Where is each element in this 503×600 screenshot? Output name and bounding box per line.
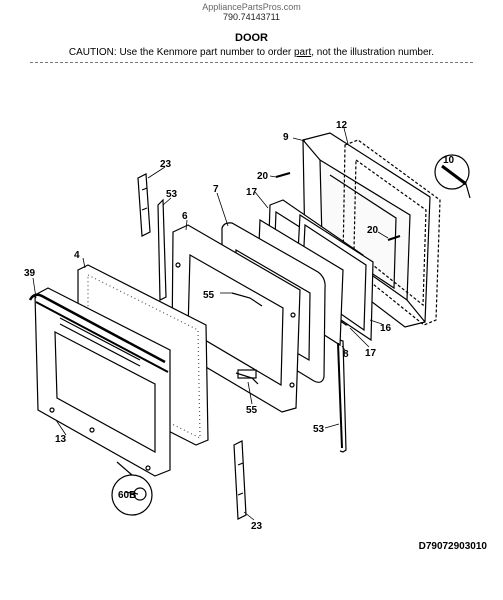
part-screw-60b[interactable] [111,461,153,516]
part-vent-8[interactable] [337,342,343,449]
part-hinge-top[interactable] [137,173,151,237]
label-part-8: 8 [343,349,349,360]
label-part-17-front: 17 [365,348,377,359]
page-title: DOOR [235,32,268,44]
label-part-4: 4 [74,250,80,261]
part-screw-10[interactable] [434,154,471,199]
label-part-53-right: 53 [313,424,325,435]
part-hinge-bottom[interactable] [233,440,247,520]
part-outer-door[interactable] [28,287,171,477]
label-part-20-left: 20 [257,171,269,182]
part-trim-53[interactable] [157,198,347,453]
part-screw-20[interactable] [275,172,401,241]
label-part-55-top: 55 [203,290,215,301]
label-part-6: 6 [182,211,188,222]
drawing-id: D79072903010 [418,541,487,552]
label-part-20-right: 20 [367,225,379,236]
part-rear-panel[interactable] [302,132,431,328]
part-link[interactable]: part [294,47,312,58]
caution-note: CAUTION: Use the Kenmore part number to … [0,47,503,58]
label-part-7: 7 [213,184,219,195]
label-part-23: 23 [160,159,172,170]
label-part-13: 13 [55,434,67,445]
label-part-10: 10 [443,155,455,166]
model-number: 790.74143711 [223,12,280,22]
label-part-9: 9 [283,132,289,143]
label-part-12: 12 [336,120,348,131]
label-part-53: 53 [166,189,178,200]
caution-text-end: , not the illustration number. [311,47,435,58]
caution-text: CAUTION: Use the Kenmore part number to … [68,47,294,58]
site-watermark: AppliancePartsPros.com [202,2,301,12]
part-bracket-55[interactable] [231,292,263,385]
label-part-17-rear: 17 [246,187,258,198]
label-part-16: 16 [380,323,392,334]
leader-lines [32,127,389,521]
label-part-60b: 60B [118,490,136,501]
label-part-23-bottom: 23 [251,521,263,532]
label-part-39: 39 [24,268,36,279]
part-labels: 23 53 7 6 4 39 17 9 12 10 20 20 55 16 17… [24,120,455,532]
label-part-55-bottom: 55 [246,405,258,416]
header-divider [30,62,473,63]
